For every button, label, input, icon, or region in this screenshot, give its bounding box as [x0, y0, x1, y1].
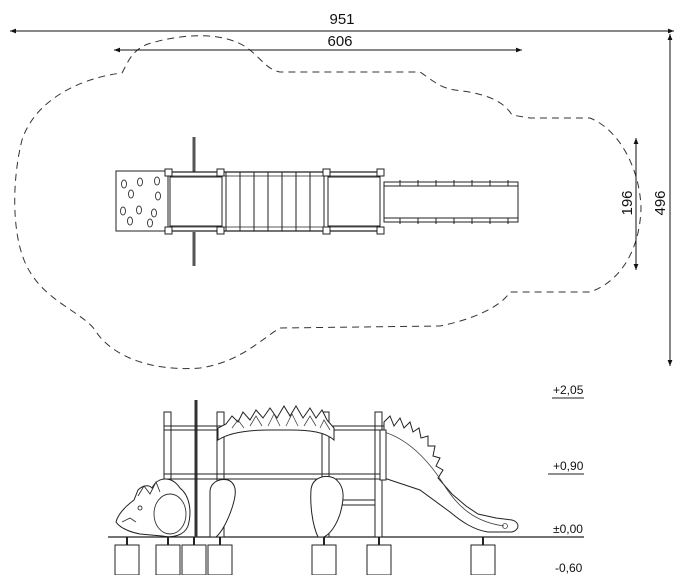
platform-deck-left: [169, 176, 223, 227]
dinosaur-leg-left: [209, 479, 236, 538]
dinosaur-back-panel: [217, 405, 335, 442]
dinosaur-head-details: [121, 480, 187, 535]
dimension-label-overall-length: 951: [329, 11, 354, 28]
dinosaur-head: [115, 478, 191, 538]
level-label: +2,05: [553, 383, 584, 397]
climbing-holds: [120, 176, 161, 228]
dimension-label-overall-width: 496: [652, 190, 669, 215]
safety-zone-outline: [14, 35, 642, 370]
plan-view: 951 606 196 496: [10, 11, 674, 370]
slide-tail-lines: [383, 431, 508, 529]
foundation-stems: [126, 537, 484, 545]
slide-plan: [383, 181, 519, 223]
platform-deck-right: [327, 176, 381, 227]
dimension-label-equipment-length: 606: [327, 33, 352, 50]
elevation-view: +2,05 +0,90 ±0,00 -0,60: [108, 383, 584, 575]
slide-plan-ticks: [399, 180, 509, 224]
side-panel: [379, 429, 387, 481]
slide-tail: [383, 415, 519, 533]
climbing-wall-panel: [115, 170, 169, 232]
bridge-slats: [225, 172, 325, 231]
level-label: +0,90: [553, 459, 584, 473]
level-label: -0,60: [555, 561, 583, 575]
post-caps: [164, 168, 385, 235]
foundations: [114, 544, 496, 575]
level-label: ±0,00: [553, 522, 583, 536]
dinosaur-leg-right: [310, 476, 344, 538]
dinosaur-back-spikes-inner: [231, 413, 331, 431]
dimension-label-equipment-width: 196: [619, 190, 636, 215]
